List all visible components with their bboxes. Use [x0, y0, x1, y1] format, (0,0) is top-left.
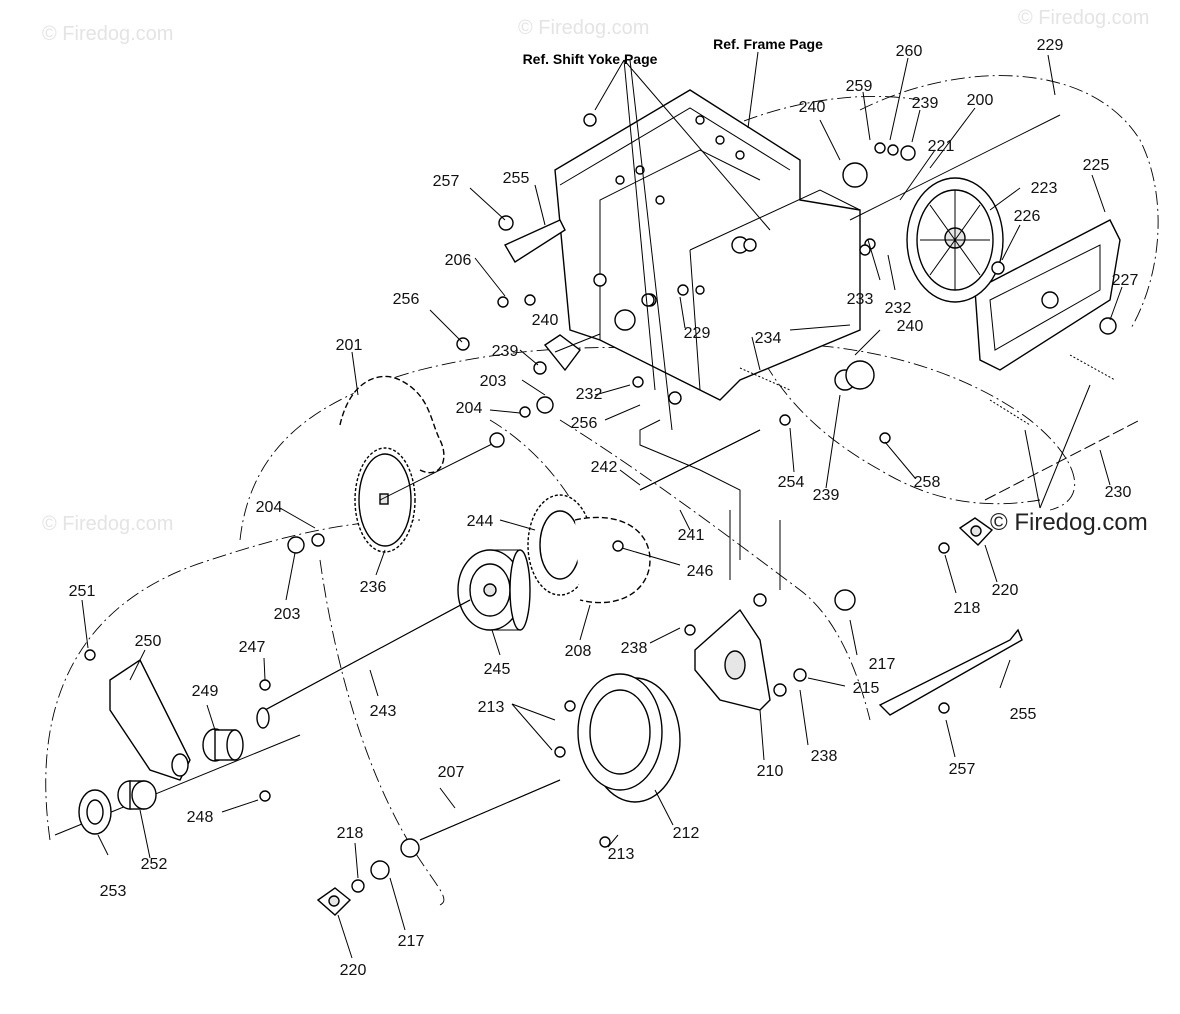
callout-label: 233 [847, 291, 874, 308]
callout-label: 239 [912, 95, 939, 112]
callout-label: 252 [141, 856, 168, 873]
callout-label: 201 [336, 337, 363, 354]
callout-label: 239 [813, 487, 840, 504]
callout-label: 221 [928, 138, 955, 155]
callout-label: 240 [532, 312, 559, 329]
callout-label: 257 [433, 173, 460, 190]
callout-label: 241 [678, 527, 705, 544]
sprocket-244 [527, 494, 651, 604]
callout-label: 245 [484, 661, 511, 678]
callout-label: 238 [621, 640, 648, 657]
callout-label: 200 [967, 92, 994, 109]
rear-plate [974, 219, 1121, 371]
callout-label: 203 [274, 606, 301, 623]
watermark-text: © Firedog.com [1018, 7, 1149, 29]
callout-label: 257 [949, 761, 976, 778]
chain-201 [339, 375, 445, 474]
callout-label: 213 [608, 846, 635, 863]
callout-label: 223 [1031, 180, 1058, 197]
callout-label: 258 [914, 474, 941, 491]
watermark-text: © Firedog.com [42, 513, 173, 535]
watermark-text: © Firedog.com [42, 23, 173, 45]
callout-label: 259 [846, 78, 873, 95]
spring-right [989, 354, 1116, 426]
shaft-207 [400, 779, 561, 858]
shaft-243 [256, 599, 471, 729]
callout-label: 218 [954, 600, 981, 617]
pulley-223 [906, 177, 1004, 303]
callout-label: 236 [360, 579, 387, 596]
callout-label: 212 [673, 825, 700, 842]
callout-label: 207 [438, 764, 465, 781]
rod-255-upper [504, 219, 566, 263]
callout-labels: 200 201 203 203 204 204 206 207 208 210 … [69, 37, 1139, 979]
leader-lines [81, 51, 1123, 959]
spring-234 [739, 367, 791, 391]
pulley-212 [577, 673, 681, 803]
callout-label: 217 [398, 933, 425, 950]
callout-label: 248 [187, 809, 214, 826]
callout-label: 229 [1037, 37, 1064, 54]
callout-label: 239 [492, 343, 519, 360]
sprocket-236 [354, 432, 505, 553]
callout-label: 210 [757, 763, 784, 780]
callout-label: 215 [853, 680, 880, 697]
bearing-249 [202, 728, 244, 762]
axle-200 [849, 114, 1061, 221]
shift-rod-241 [639, 419, 781, 590]
callout-label: 247 [239, 639, 266, 656]
callout-label: 240 [799, 99, 826, 116]
callout-label: 232 [885, 300, 912, 317]
callout-label: 243 [370, 703, 397, 720]
ref-shift-yoke-label: Ref. Shift Yoke Page [523, 51, 658, 67]
hub-245 [457, 549, 531, 631]
flange-220 [958, 517, 994, 546]
callout-label: 226 [1014, 208, 1041, 225]
watermark-text: © Firedog.com [990, 509, 1148, 536]
bracket-250 [54, 658, 301, 836]
callout-label: 240 [897, 318, 924, 335]
callout-label: 220 [340, 962, 367, 979]
bearing-253 [78, 789, 112, 835]
callout-label: 251 [69, 583, 96, 600]
rod-230 [984, 419, 1141, 501]
callout-label: 256 [571, 415, 598, 432]
callout-label: 204 [256, 499, 283, 516]
callout-label: 203 [480, 373, 507, 390]
callout-label: 217 [869, 656, 896, 673]
callout-label: 250 [135, 633, 162, 650]
callout-label: 246 [687, 563, 714, 580]
callout-label: 220 [992, 582, 1019, 599]
callout-label: 204 [456, 400, 483, 417]
callout-label: 218 [337, 825, 364, 842]
small-parts [84, 113, 1117, 893]
callout-label: 255 [503, 170, 530, 187]
watermark-text: © Firedog.com [518, 17, 649, 39]
callout-label: 225 [1083, 157, 1110, 174]
ref-frame-label: Ref. Frame Page [713, 36, 823, 52]
callout-label: 234 [755, 330, 782, 347]
frame-plate [554, 89, 861, 401]
callout-label: 208 [565, 643, 592, 660]
collar-252 [117, 780, 157, 810]
callout-label: 238 [811, 748, 838, 765]
flange-220 [316, 887, 352, 916]
callout-label: 249 [192, 683, 219, 700]
callout-label: 254 [778, 474, 805, 491]
callout-label: 229 [684, 325, 711, 342]
callout-label: 244 [467, 513, 494, 530]
callout-label: 242 [591, 459, 618, 476]
callout-label: 253 [100, 883, 127, 900]
callout-label: 255 [1010, 706, 1037, 723]
callout-label: 256 [393, 291, 420, 308]
callout-label: 230 [1105, 484, 1132, 501]
callout-label: 213 [478, 699, 505, 716]
callout-label: 232 [576, 386, 603, 403]
callout-label: 260 [896, 43, 923, 60]
callout-label: 206 [445, 252, 472, 269]
rod-255 [878, 628, 1023, 716]
callout-label: 227 [1112, 272, 1139, 289]
bracket-210 [694, 608, 771, 711]
